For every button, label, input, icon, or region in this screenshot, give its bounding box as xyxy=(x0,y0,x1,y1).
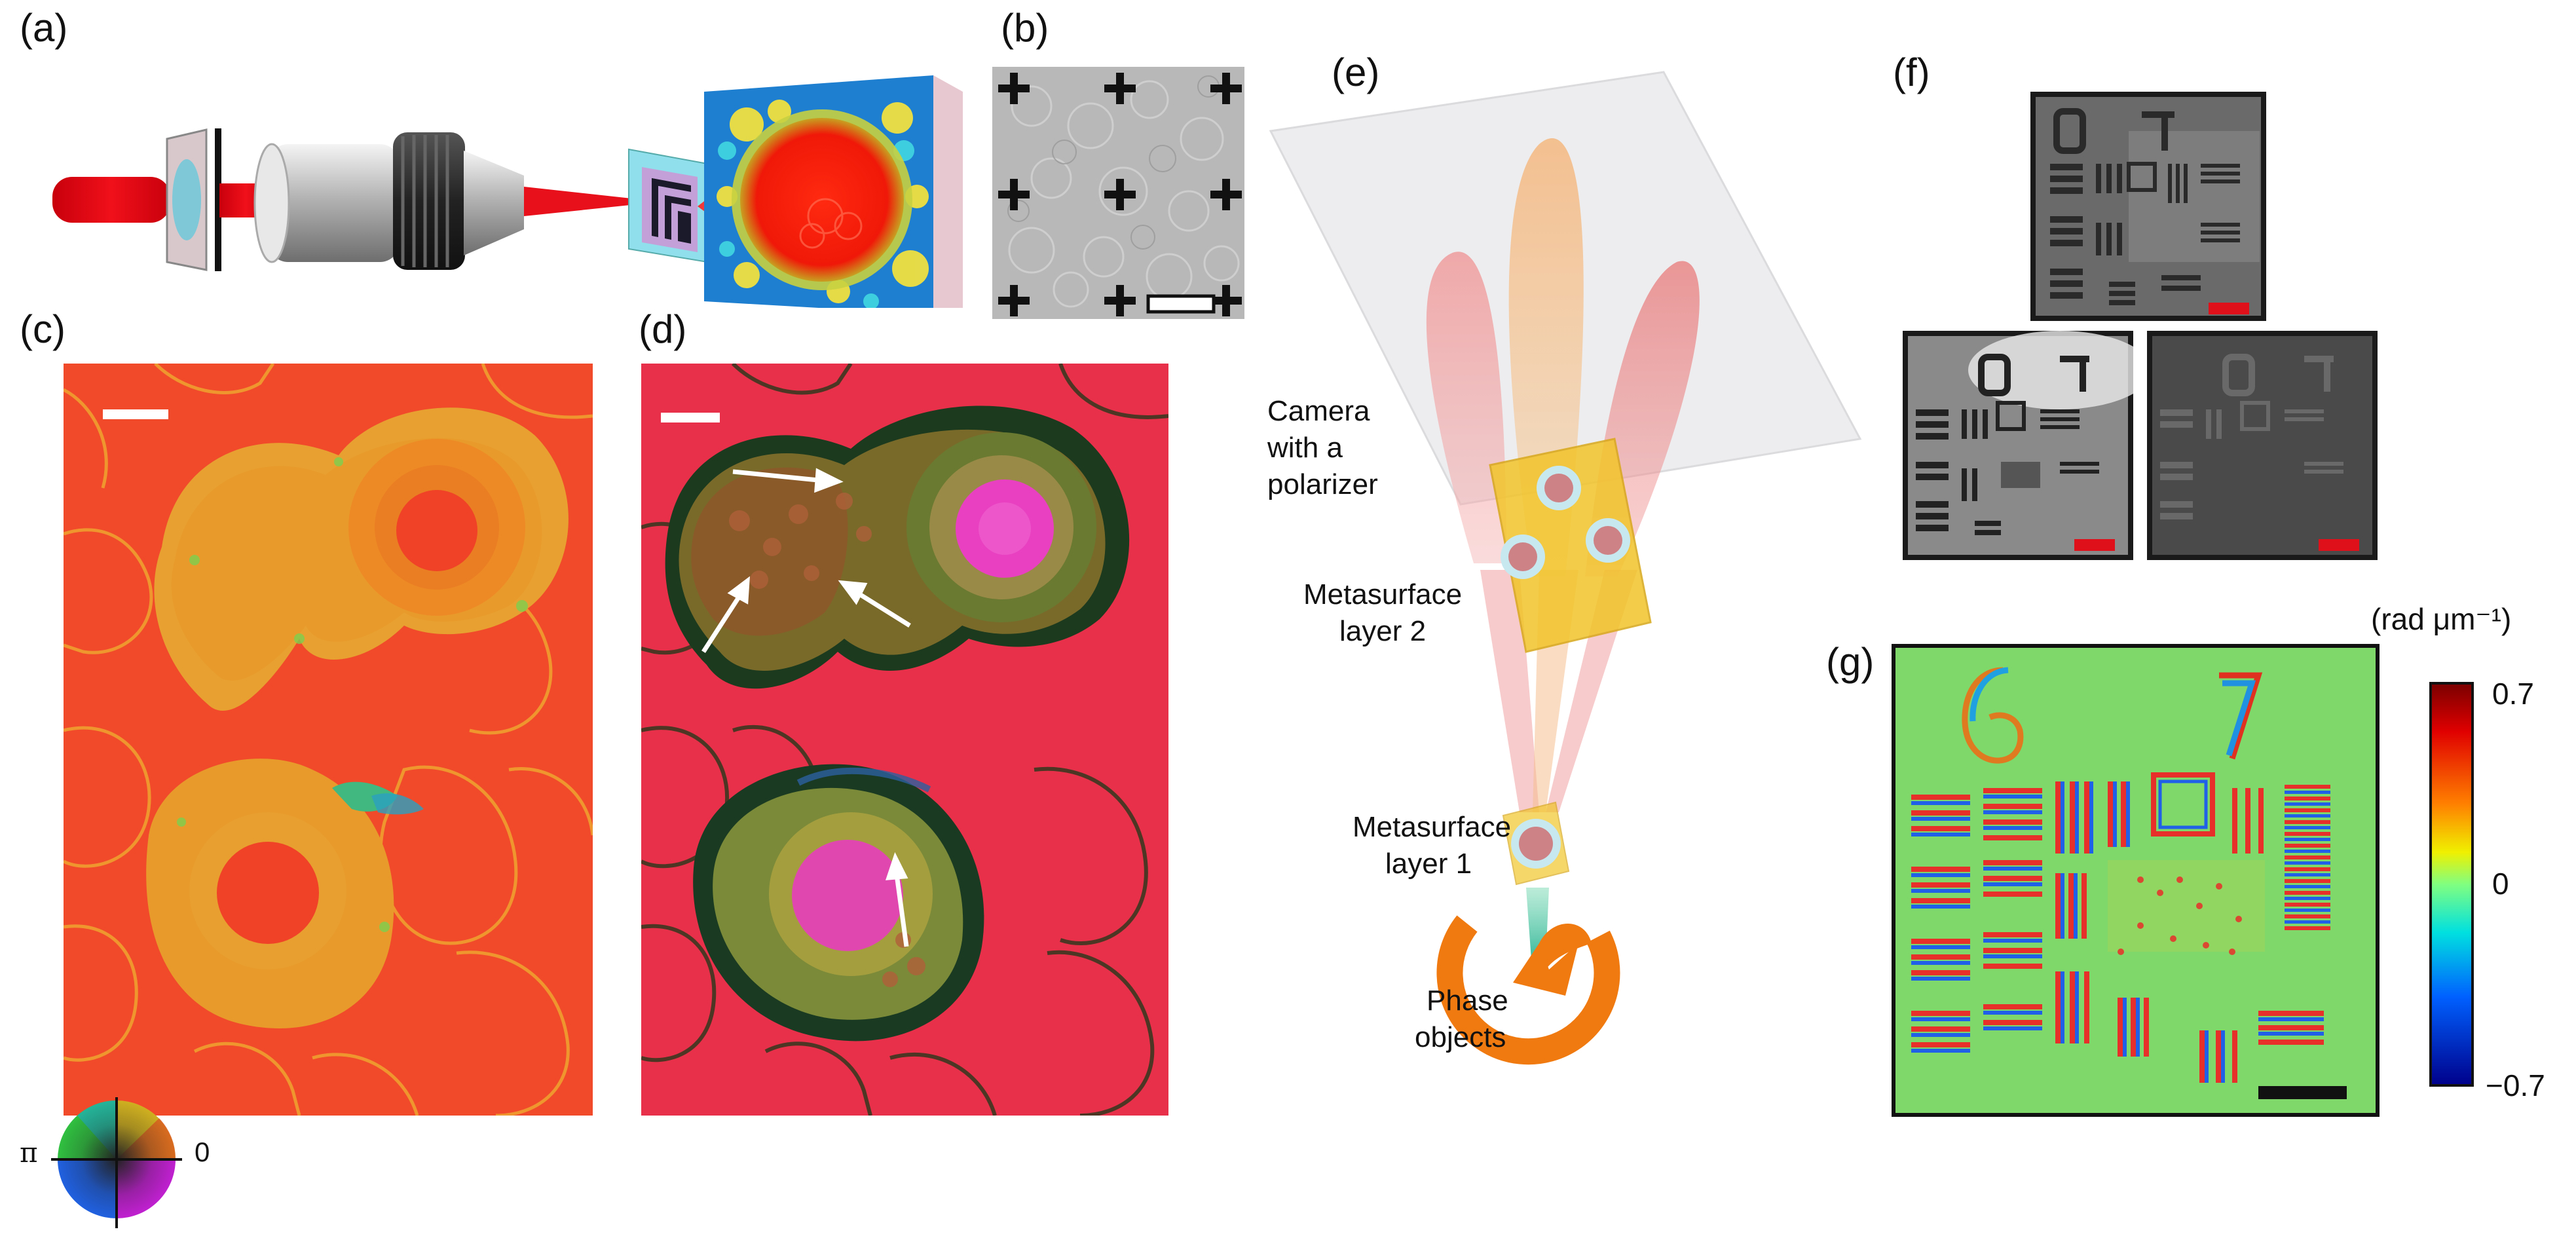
colorbar-max: 0.7 xyxy=(2492,677,2534,711)
layer1-label-1: Metasurface xyxy=(1353,811,1512,843)
bar-group-left xyxy=(1911,795,1970,1047)
phase-label-2: objects xyxy=(1415,1021,1506,1053)
panel-c-tissue-image xyxy=(64,364,593,1116)
panel-d-tissue-image xyxy=(641,364,1168,1116)
panel-f-image-top xyxy=(2030,92,2266,321)
layer2-label-2: layer 2 xyxy=(1339,615,1427,647)
scale-bar xyxy=(103,409,168,419)
panel-g-phase-gradient-image xyxy=(1892,644,2380,1117)
camera-label-2: with a xyxy=(1267,432,1343,464)
colorbar xyxy=(2429,682,2474,1087)
scale-bar xyxy=(2074,539,2115,551)
phase-label-1: Phase xyxy=(1427,985,1508,1017)
camera-label-3: polarizer xyxy=(1267,468,1378,500)
panel-label-b: (b) xyxy=(1001,6,1049,50)
layer2-label-1: Metasurface xyxy=(1303,578,1463,611)
scale-bar xyxy=(2258,1086,2347,1099)
camera-label-1: Camera xyxy=(1267,395,1370,427)
colorbar-min: −0.7 xyxy=(2486,1068,2545,1102)
scale-bar xyxy=(2319,539,2359,551)
scale-bar xyxy=(661,413,720,423)
panel-label-a: (a) xyxy=(20,6,68,50)
layer2-elements xyxy=(1501,466,1630,579)
panel-a-setup-diagram xyxy=(52,75,963,308)
layer1-label-2: layer 1 xyxy=(1385,848,1472,880)
panel-b-sem-image xyxy=(992,67,1244,319)
phase-color-wheel xyxy=(51,1097,182,1228)
sem-cross-array xyxy=(998,73,1242,316)
colorbar-unit: (rad μm⁻¹) xyxy=(2371,602,2512,636)
panel-label-d: (d) xyxy=(639,307,687,351)
panel-e-system-diagram xyxy=(1269,71,1862,1065)
wheel-pi-label: π xyxy=(20,1137,38,1169)
annotation-arrows xyxy=(701,468,911,947)
panel-f-image-bottom-left xyxy=(1903,331,2133,560)
scale-bar xyxy=(2209,303,2249,314)
wheel-zero-label: 0 xyxy=(195,1137,210,1167)
panel-label-g: (g) xyxy=(1826,640,1875,684)
panel-label-f: (f) xyxy=(1893,50,1930,94)
scale-bar xyxy=(1146,294,1216,314)
colorbar-mid: 0 xyxy=(2492,867,2509,901)
panel-label-e: (e) xyxy=(1332,50,1380,94)
panel-label-c: (c) xyxy=(20,307,65,351)
panel-f-image-bottom-right xyxy=(2147,331,2378,560)
